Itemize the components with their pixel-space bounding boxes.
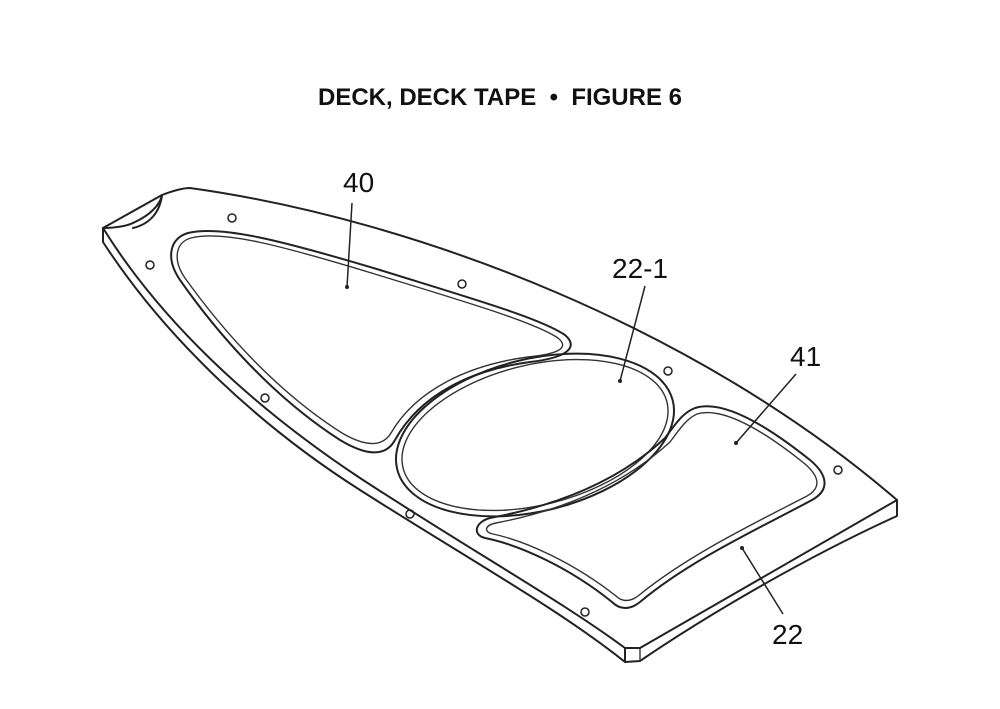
screw-hole xyxy=(227,213,237,223)
callout-22: 22 xyxy=(772,619,803,650)
screw-holes xyxy=(145,213,843,617)
leader-41 xyxy=(735,373,797,444)
leader-22-1 xyxy=(619,285,646,382)
deck-tape-40 xyxy=(170,229,572,454)
figure-title: DECK, DECK TAPE • FIGURE 6 xyxy=(318,84,682,111)
screw-hole xyxy=(405,509,415,519)
leader-40 xyxy=(346,202,353,288)
screw-hole xyxy=(663,366,673,376)
screw-hole xyxy=(260,393,270,403)
screw-hole xyxy=(457,279,467,289)
screw-hole xyxy=(833,465,843,475)
deck-top-outline xyxy=(102,187,898,649)
deck-side-face xyxy=(102,227,626,663)
deck-tape-41 xyxy=(475,405,826,609)
leader-22-dot xyxy=(740,546,744,550)
callout-41: 41 xyxy=(790,341,821,372)
screw-hole xyxy=(145,260,155,270)
deck-notch xyxy=(102,194,163,229)
screw-hole xyxy=(580,607,590,617)
leader-22 xyxy=(741,547,784,615)
callout-40: 40 xyxy=(343,167,374,198)
deck-front-edge xyxy=(624,499,898,663)
leader-41-dot xyxy=(734,441,738,445)
deck-tape-22-1 xyxy=(394,352,676,518)
callout-22-1: 22-1 xyxy=(612,253,668,284)
leader-22-1-dot xyxy=(618,379,622,383)
leader-40-dot xyxy=(345,285,349,289)
